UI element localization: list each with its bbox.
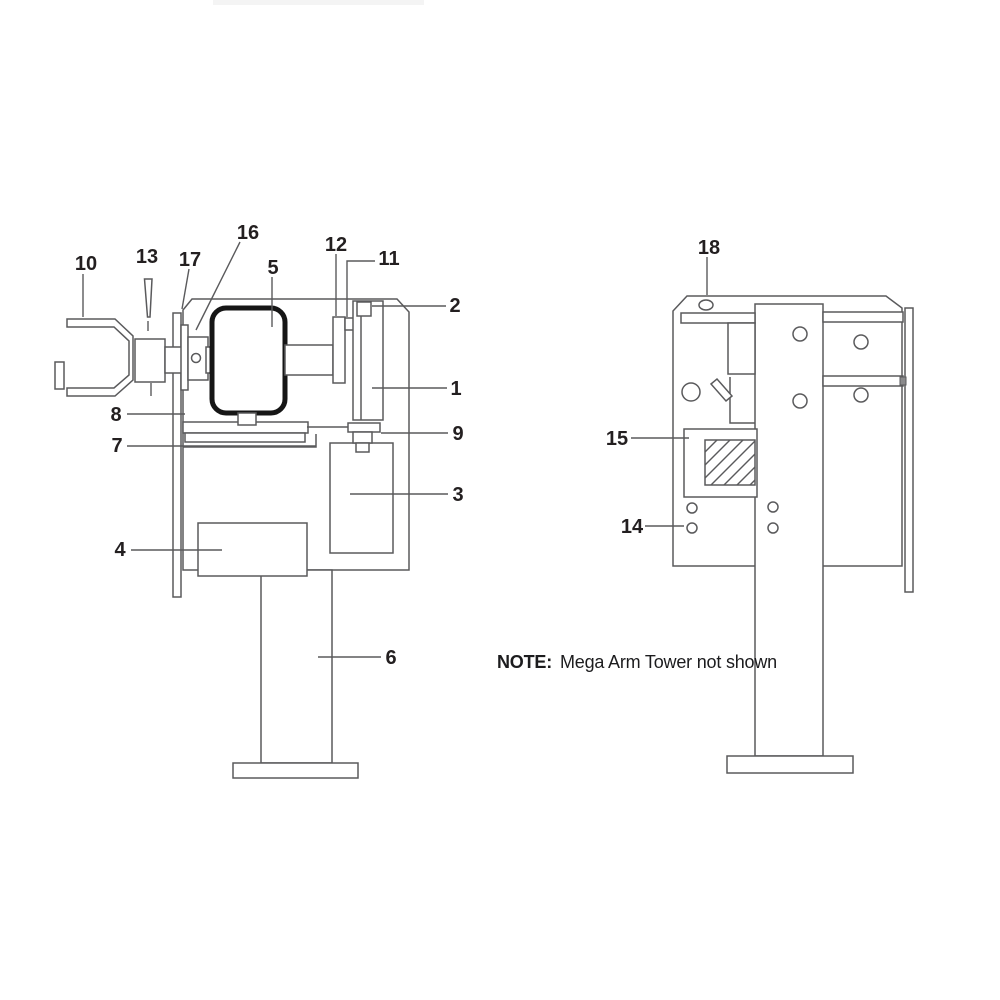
rear-channel (729, 377, 755, 424)
top-hole (698, 299, 714, 311)
rear-rail-right-top (822, 311, 904, 323)
clamp-block (134, 338, 166, 383)
rail-end-cap (899, 376, 907, 386)
mount-hole-3 (767, 501, 779, 513)
latch-flag (709, 377, 734, 403)
callout-17: 17 (179, 249, 201, 271)
bracket-tab (355, 442, 370, 453)
callout-11: 11 (378, 248, 399, 270)
mounting-plate (172, 312, 182, 598)
callout-16: 16 (237, 222, 259, 244)
wedge-pin (143, 278, 153, 318)
note-body: Mega Arm Tower not shown (560, 652, 777, 672)
callout-2: 2 (449, 295, 460, 317)
callout-12: 12 (325, 234, 347, 256)
callout-18: 18 (698, 237, 720, 259)
clamp-yoke (66, 318, 134, 397)
inner-box (329, 442, 394, 554)
rear-base-plate (726, 755, 854, 774)
right-panel-hole-lower (853, 387, 869, 403)
leader-16 (195, 241, 241, 331)
rear-rail-left (680, 312, 756, 324)
mount-hole-1 (686, 502, 698, 514)
slide-plate-lower (184, 432, 306, 443)
callout-10: 10 (75, 253, 97, 275)
rear-thin-plate (904, 307, 914, 593)
right-panel-hole-upper (853, 334, 869, 350)
callout-4: 4 (114, 539, 126, 561)
bracket-bar (347, 422, 381, 433)
callout-13: 13 (136, 246, 158, 268)
gearbox-plate (332, 316, 346, 384)
base-plate (232, 762, 359, 779)
callout-3: 3 (452, 484, 463, 506)
front-view (54, 278, 410, 779)
note-prefix: NOTE: (497, 652, 552, 672)
leader-17 (181, 268, 190, 310)
rear-column (754, 303, 824, 757)
mount-hole-2 (686, 522, 698, 534)
callout-15: 15 (606, 428, 628, 450)
callout-6: 6 (385, 647, 396, 669)
leader-lines (82, 241, 708, 658)
note-text: NOTE: Mega Arm Tower not shown (497, 652, 777, 672)
drive-shaft (284, 344, 334, 376)
cap-screw (356, 301, 372, 317)
column-hole-upper (792, 326, 808, 342)
callout-1: 1 (450, 378, 461, 400)
decal-hatched-label (704, 439, 756, 486)
callout-14: 14 (621, 516, 644, 538)
rear-bracket-box (727, 322, 756, 375)
rear-view (672, 295, 914, 774)
bracket-block (352, 431, 373, 444)
motor-foot (237, 412, 257, 426)
pedestal-column (260, 569, 333, 764)
callout-8: 8 (110, 404, 121, 426)
panel-hole-large (681, 382, 701, 402)
slide-frame-lip (183, 434, 317, 448)
column-hole-lower (792, 393, 808, 409)
valve-unit (352, 300, 384, 421)
mount-hole-4 (767, 522, 779, 534)
shaft-flange (180, 324, 189, 391)
callout-7: 7 (111, 435, 122, 457)
hub-hole (190, 352, 202, 364)
leader-11 (346, 260, 375, 317)
callout-labels: 1 2 3 4 5 6 7 8 9 10 11 12 13 14 15 16 1… (75, 222, 720, 669)
clamp-jaw-pad (54, 361, 65, 390)
callout-5: 5 (267, 257, 278, 279)
rear-rail-right-mid (822, 375, 904, 387)
callout-9: 9 (452, 423, 463, 445)
cropped-header-artifact (213, 0, 424, 5)
motor (209, 305, 288, 416)
